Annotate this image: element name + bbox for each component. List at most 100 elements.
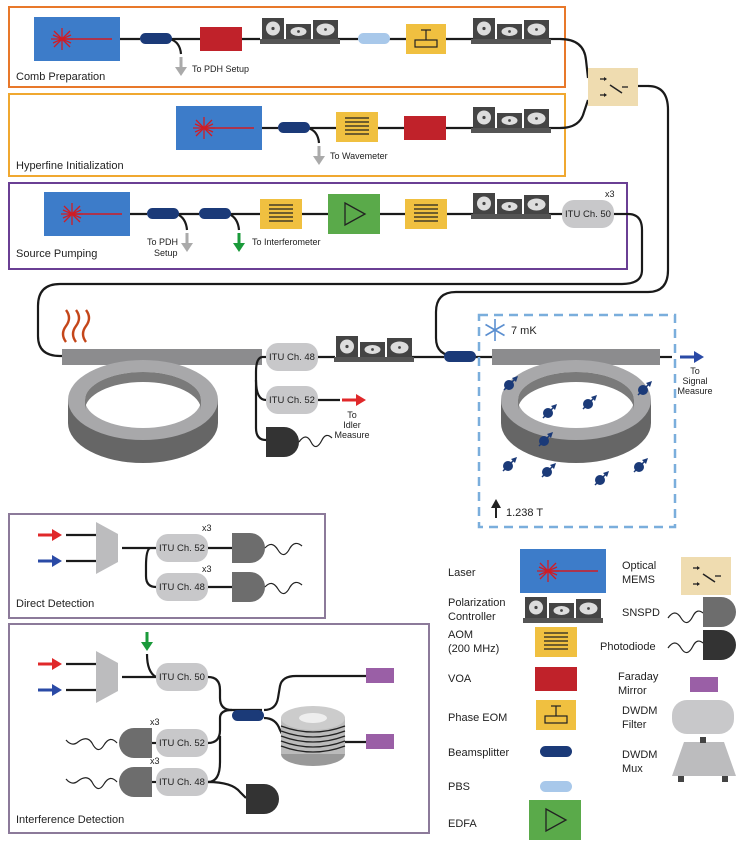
source-pdh-arrow xyxy=(179,231,195,254)
direct-dwdm-mux xyxy=(96,522,118,574)
comb-pbs xyxy=(358,33,390,44)
comb-laser xyxy=(33,16,121,62)
legend-aom-label-1: AOM xyxy=(448,629,473,641)
comb-polarization-controller xyxy=(260,18,340,44)
legend-dwdm-mux-label-2: Mux xyxy=(622,763,643,775)
snspd-wire-1 xyxy=(264,542,303,556)
legend-mems-label-2: MEMS xyxy=(622,574,655,586)
hyperfine-polarization-controller xyxy=(471,107,551,133)
hyperfine-laser xyxy=(175,105,263,151)
direct-x3-label-1: x3 xyxy=(202,523,212,533)
interference-itu-ch48-label: ITU Ch. 48 xyxy=(159,777,205,788)
source-x3-label: x3 xyxy=(605,189,615,199)
to-idler-label-1: To xyxy=(347,410,357,420)
legend-faraday-label-1: Faraday xyxy=(618,671,659,683)
interference-dwdm-mux xyxy=(96,651,118,703)
source-ring-resonator xyxy=(68,360,218,463)
legend-polarization-label-1: Polarization xyxy=(448,597,505,609)
interference-beamsplitter xyxy=(232,710,264,721)
comb-preparation-label: Comb Preparation xyxy=(16,71,105,83)
photodiode-wire xyxy=(298,434,333,448)
legend-dwdm-filter-label-2: Filter xyxy=(622,719,647,731)
legend-snspd-icon xyxy=(703,597,736,627)
direct-detection-box xyxy=(8,513,326,619)
legend-polarization-icon xyxy=(523,597,603,623)
magnetic-field-arrow xyxy=(491,499,501,518)
legend-beamsplitter-icon xyxy=(540,746,572,757)
direct-red-input-arrow xyxy=(38,529,62,541)
source-itu-ch50-label: ITU Ch. 50 xyxy=(565,209,611,220)
memory-ring-resonator xyxy=(501,360,651,463)
interference-itu-ch52-label: ITU Ch. 52 xyxy=(159,738,205,749)
interference-snspd-2 xyxy=(119,767,152,797)
direct-snspd-2 xyxy=(232,572,265,602)
legend-mems-label-1: Optical xyxy=(622,560,656,572)
source-pumping-label: Source Pumping xyxy=(16,248,97,260)
comb-beamsplitter xyxy=(140,33,172,44)
to-pdh-setup-label: To PDH Setup xyxy=(192,64,249,74)
idler-arrow xyxy=(342,394,366,406)
comb-voa xyxy=(200,27,242,51)
idler-itu-ch48-label: ITU Ch. 48 xyxy=(269,352,315,363)
interference-faraday-mirror-2 xyxy=(366,734,394,749)
legend-beamsplitter-label: Beamsplitter xyxy=(448,747,509,759)
direct-detection-label: Direct Detection xyxy=(16,598,94,610)
interferometer-arrow xyxy=(233,233,245,252)
legend-edfa-icon xyxy=(528,799,582,841)
comb-polarization-controller-2 xyxy=(471,18,551,44)
legend-pbs-icon xyxy=(540,781,572,792)
interference-red-input-arrow xyxy=(38,658,62,670)
legend-phase-eom-label: Phase EOM xyxy=(448,712,507,724)
cryostat-box xyxy=(477,313,677,529)
direct-itu-ch48-label: ITU Ch. 48 xyxy=(159,582,205,593)
source-aom-1 xyxy=(259,198,303,230)
hyperfine-aom xyxy=(335,111,379,143)
snspd-wire-2 xyxy=(264,581,303,595)
hyperfine-initialization-label: Hyperfine Initialization xyxy=(16,160,124,172)
idler-photodiode xyxy=(266,427,299,457)
interference-x3-label-2: x3 xyxy=(150,756,160,766)
source-beamsplitter-2 xyxy=(199,208,231,219)
temperature-label: 7 mK xyxy=(511,325,537,337)
to-idler-label-2: Idler xyxy=(343,420,361,430)
interference-faraday-mirror-1 xyxy=(366,668,394,683)
magnetic-field-label: 1.238 T xyxy=(506,507,543,519)
legend-snspd-label: SNSPD xyxy=(622,607,660,619)
to-signal-label-2: Signal xyxy=(682,376,707,386)
snowflake-icon xyxy=(485,319,505,341)
to-wavemeter-label: To Wavemeter xyxy=(330,151,388,161)
legend-dwdm-mux-icon xyxy=(672,737,736,782)
direct-itu-ch52-label: ITU Ch. 52 xyxy=(159,543,205,554)
legend-pbs-label: PBS xyxy=(448,781,470,793)
interference-blue-input-arrow xyxy=(38,684,62,696)
legend-laser-label: Laser xyxy=(448,567,476,579)
to-idler-label-3: Measure xyxy=(334,430,369,440)
fiber-delay-spool xyxy=(280,706,346,766)
legend-edfa-label: EDFA xyxy=(448,818,477,830)
interference-itu-ch50-label: ITU Ch. 50 xyxy=(159,672,205,683)
source-pumping-box xyxy=(8,182,628,270)
legend-dwdm-mux-label-1: DWDM xyxy=(622,749,657,761)
source-beamsplitter-1 xyxy=(147,208,179,219)
source-edfa xyxy=(327,193,381,235)
to-signal-label-3: Measure xyxy=(677,386,712,396)
source-waveguide xyxy=(62,349,262,365)
legend-photodiode-icon xyxy=(703,630,736,660)
legend-photodiode-label: Photodiode xyxy=(600,641,656,653)
interference-photodiode xyxy=(246,784,279,814)
interference-green-arrow xyxy=(141,632,153,651)
comb-phase-eom xyxy=(405,23,447,55)
interference-detection-label: Interference Detection xyxy=(16,814,124,826)
legend-faraday-label-2: Mirror xyxy=(618,685,647,697)
comb-preparation-box xyxy=(8,6,566,88)
hyperfine-voa xyxy=(404,116,446,140)
source-polarization-controller xyxy=(471,193,551,219)
legend-aom-icon xyxy=(534,626,578,658)
pump-signal-beamsplitter xyxy=(444,351,476,362)
interference-snspd-wire-2 xyxy=(65,777,118,790)
signal-polarization-controller xyxy=(334,336,414,362)
legend-mems-icon xyxy=(680,556,732,596)
legend-voa-icon xyxy=(535,667,577,691)
interference-x3-label-1: x3 xyxy=(150,717,160,727)
legend-dwdm-filter-icon xyxy=(672,700,734,734)
